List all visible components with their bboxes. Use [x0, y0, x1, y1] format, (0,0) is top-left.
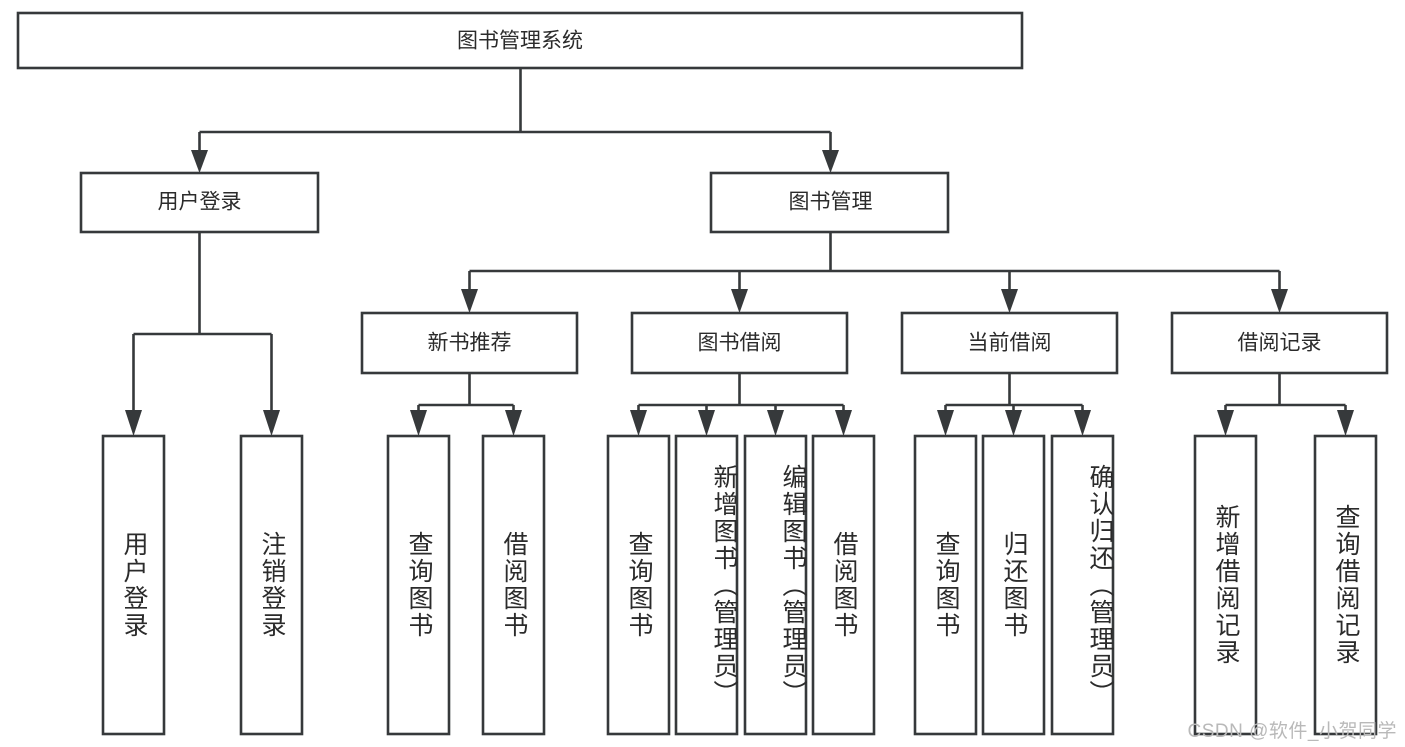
node-leaf11-box[interactable]	[1050, 434, 1115, 736]
node-newbook[interactable]: 新书推荐	[360, 311, 579, 375]
arrow-head-leaf2	[263, 410, 280, 436]
arrow-head-newbook	[461, 289, 478, 313]
node-newbook-box[interactable]	[360, 311, 579, 375]
connector-group-root	[191, 68, 839, 173]
node-current[interactable]: 当前借阅	[900, 311, 1119, 375]
node-leaf6-box[interactable]	[674, 434, 739, 736]
node-root[interactable]: 图书管理系统	[16, 11, 1024, 70]
node-leaf5-box[interactable]	[606, 434, 671, 736]
node-login-box[interactable]	[79, 171, 320, 234]
connector-group-borrow	[630, 373, 852, 436]
arrow-head-leaf7	[767, 410, 784, 436]
arrow-head-leaf3	[410, 410, 427, 436]
node-borrow-box[interactable]	[630, 311, 849, 375]
node-leaf7-box[interactable]	[743, 434, 808, 736]
node-root-box[interactable]	[16, 11, 1024, 70]
connector-group-newbook	[410, 373, 522, 436]
node-leaf13-box[interactable]	[1313, 434, 1378, 736]
node-borrow-label: 图书借阅	[698, 332, 782, 355]
node-leaf10-box[interactable]	[981, 434, 1046, 736]
arrow-head-leaf9	[937, 410, 954, 436]
node-bookmgmt-box[interactable]	[709, 171, 950, 234]
arrow-head-leaf6	[698, 410, 715, 436]
node-records[interactable]: 借阅记录	[1170, 311, 1389, 375]
node-current-label: 当前借阅	[968, 332, 1052, 355]
arrow-head-leaf4	[505, 410, 522, 436]
node-newbook-label: 新书推荐	[428, 332, 512, 355]
node-leaf4-box[interactable]	[481, 434, 546, 736]
node-borrow[interactable]: 图书借阅	[630, 311, 849, 375]
arrow-head-current	[1001, 289, 1018, 313]
node-leaf12-box[interactable]	[1193, 434, 1258, 736]
arrow-head-leaf12	[1217, 410, 1234, 436]
arrow-head-leaf5	[630, 410, 647, 436]
node-leaf8-box[interactable]	[811, 434, 876, 736]
node-current-box[interactable]	[900, 311, 1119, 375]
node-bookmgmt[interactable]: 图书管理	[709, 171, 950, 234]
leaf-boxes	[101, 434, 1378, 736]
arrow-head-leaf13	[1337, 410, 1354, 436]
arrow-head-bookmgmt	[822, 150, 839, 173]
arrow-head-leaf8	[835, 410, 852, 436]
arrow-head-records	[1271, 289, 1288, 313]
connector-group-bookmgmt	[461, 232, 1288, 313]
node-leaf1-box[interactable]	[101, 434, 166, 736]
node-root-label: 图书管理系统	[457, 30, 583, 53]
arrow-head-login	[191, 150, 208, 173]
node-leaf3-box[interactable]	[386, 434, 451, 736]
node-bookmgmt-label: 图书管理	[789, 191, 873, 214]
arrow-head-leaf11	[1074, 410, 1091, 436]
arrow-head-leaf10	[1005, 410, 1022, 436]
connector-group-current	[937, 373, 1091, 436]
node-leaf9-box[interactable]	[913, 434, 978, 736]
connector-group-records	[1217, 373, 1354, 436]
node-leaf2-box[interactable]	[239, 434, 304, 736]
arrow-head-leaf1	[125, 410, 142, 436]
node-login[interactable]: 用户登录	[79, 171, 320, 234]
node-records-label: 借阅记录	[1238, 332, 1322, 355]
connector-group-login	[125, 232, 280, 436]
node-login-label: 用户登录	[158, 191, 242, 214]
arrow-head-borrow	[731, 289, 748, 313]
watermark-text: CSDN @软件_小贺同学	[1187, 721, 1397, 742]
node-records-box[interactable]	[1170, 311, 1389, 375]
